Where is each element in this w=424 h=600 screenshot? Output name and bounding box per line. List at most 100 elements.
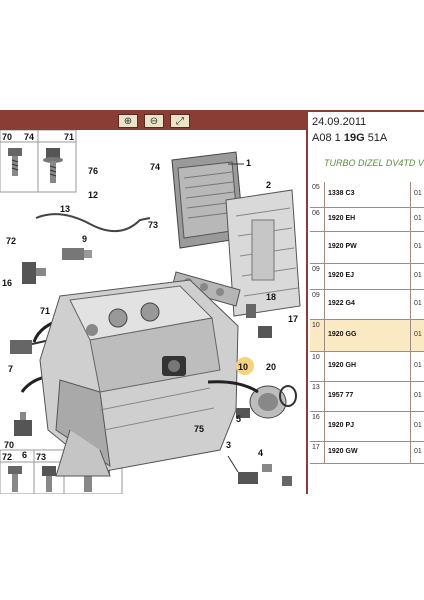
part-code[interactable]: 1920 PJ	[328, 422, 355, 429]
row-divider	[324, 182, 325, 207]
parts-list-panel: 24.09.2011 A08 1 19G 51A TURBO DIZEL DV4…	[306, 112, 424, 494]
parts-row[interactable]: 06 1920 EH 01	[310, 208, 424, 232]
sensor-18[interactable]	[246, 304, 272, 338]
callout-7: 7	[8, 364, 13, 374]
sensor-3[interactable]	[227, 455, 258, 484]
part-quantity: 01	[414, 243, 422, 250]
part-code[interactable]: 1920 PW	[328, 243, 357, 250]
parts-row[interactable]: 09 1922 G4 01	[310, 290, 424, 320]
row-divider	[410, 290, 411, 319]
row-number: 16	[312, 414, 320, 421]
callout-highlight	[236, 357, 254, 375]
fastener-inset-top: 70 74 71	[0, 129, 77, 193]
part-code[interactable]: 1922 G4	[328, 300, 355, 307]
parts-row[interactable]: 10 1920 GH 01	[310, 352, 424, 382]
row-divider	[410, 412, 411, 441]
part-quantity: 01	[414, 272, 422, 279]
parts-row[interactable]: 1920 PW 01	[310, 232, 424, 264]
row-divider	[324, 208, 325, 231]
part-code[interactable]: 1920 GG	[328, 331, 357, 338]
sensor-9[interactable]	[62, 248, 92, 260]
row-divider	[410, 382, 411, 411]
row-number: 06	[312, 210, 320, 217]
callout-76: 76	[88, 166, 98, 176]
throttle-body[interactable]	[162, 356, 186, 376]
row-number: 10	[312, 322, 320, 329]
part-quantity: 01	[414, 362, 422, 369]
parts-table: 05 1338 C3 01 06 1920 EH 01 1920 PW 01 09 1920 EJ…	[310, 182, 424, 464]
callout-20: 20	[266, 362, 276, 372]
callout-72: 72	[6, 236, 16, 246]
row-divider	[324, 290, 325, 319]
ref-d: 51A	[367, 132, 388, 144]
zoom-out-icon: ⊖	[149, 115, 159, 127]
row-number: 13	[312, 384, 320, 391]
callout-1: 1	[246, 158, 251, 168]
ref-c: 19G	[343, 132, 365, 144]
ecu-module[interactable]	[171, 151, 245, 249]
row-divider	[410, 352, 411, 381]
inset-label-73: 73	[36, 452, 46, 462]
row-divider	[324, 382, 325, 411]
row-number: 09	[312, 266, 320, 273]
ecu-bracket[interactable]	[225, 189, 301, 317]
row-number: 10	[312, 354, 320, 361]
callout-9: 9	[82, 234, 87, 244]
parts-row[interactable]: 09 1920 EJ 01	[310, 264, 424, 290]
part-quantity: 01	[414, 300, 422, 307]
callout-16: 16	[2, 278, 12, 288]
row-divider	[410, 264, 411, 289]
callout-73: 73	[148, 220, 158, 230]
zoom-fit-button[interactable]: ⤢	[170, 114, 190, 128]
callout-6: 6	[22, 450, 27, 460]
callout-74: 74	[150, 162, 160, 172]
parts-catalog-viewer: ⊕ ⊖ ⤢ 70 74 71	[0, 110, 424, 494]
callout-17: 17	[288, 314, 298, 324]
callout-labels: 1 2 76 74 12 73 13 72 9 16 71 7 70 6 18 …	[2, 158, 298, 460]
callout-71: 71	[40, 306, 50, 316]
part-code[interactable]: 1920 GW	[328, 448, 358, 455]
engine-block[interactable]	[39, 279, 239, 477]
callout-13: 13	[60, 204, 70, 214]
ref-a: A08	[312, 132, 332, 144]
row-divider	[324, 412, 325, 441]
callout-5: 5	[236, 414, 241, 424]
row-number: 17	[312, 444, 320, 451]
catalog-reference: A08 1 19G 51A	[312, 132, 387, 144]
row-number: 09	[312, 292, 320, 299]
part-code[interactable]: 1920 EJ	[328, 272, 355, 279]
sensor-6[interactable]	[14, 412, 32, 436]
sensor-16[interactable]	[22, 262, 46, 284]
part-quantity: 01	[414, 215, 422, 222]
inset-label-72: 72	[2, 452, 12, 462]
row-number: 05	[312, 184, 320, 191]
parts-row[interactable]: 10 1920 GG 01	[310, 320, 424, 352]
zoom-in-button[interactable]: ⊕	[118, 114, 138, 128]
ref-b: 1	[334, 132, 341, 144]
callout-3: 3	[226, 440, 231, 450]
exploded-parts-diagram[interactable]: 70 74 71 72 73 74	[0, 129, 306, 494]
row-divider	[410, 208, 411, 231]
part-code[interactable]: 1957 77	[328, 392, 354, 399]
wiring-harness[interactable]	[35, 213, 151, 232]
diagram-toolbar: ⊕ ⊖ ⤢	[0, 112, 306, 130]
air-flow-meter[interactable]	[236, 385, 297, 419]
part-code[interactable]: 1920 EH	[328, 215, 356, 222]
part-code[interactable]: 1338 C3	[328, 190, 355, 197]
inset-label-74: 74	[24, 132, 34, 142]
part-code[interactable]: 1920 GH	[328, 362, 357, 369]
row-divider	[324, 264, 325, 289]
row-divider	[324, 232, 325, 263]
inset-label-71: 71	[64, 132, 74, 142]
engine-title: TURBO DIZEL DV4TD V	[324, 158, 424, 168]
row-divider	[410, 232, 411, 263]
catalog-date: 24.09.2011	[312, 116, 367, 128]
sensor-4[interactable]	[262, 464, 292, 486]
zoom-out-button[interactable]: ⊖	[144, 114, 164, 128]
part-quantity: 01	[414, 331, 422, 338]
callout-12: 12	[88, 190, 98, 200]
